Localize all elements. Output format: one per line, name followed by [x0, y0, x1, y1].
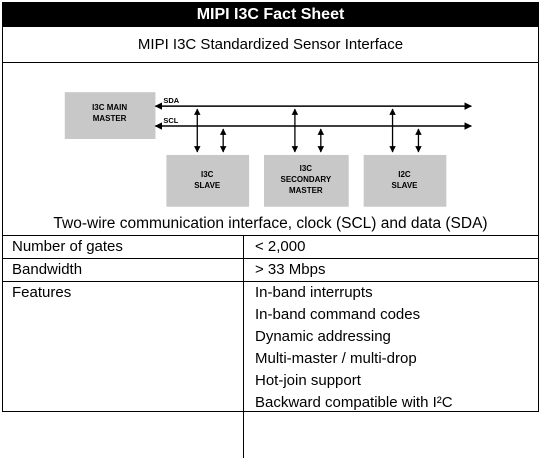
i3c-slave-label-2: SLAVE — [194, 181, 220, 190]
feature-item: Hot-join support — [255, 372, 361, 389]
main-master-label-2: MASTER — [93, 114, 127, 123]
feature-item: In-band interrupts — [255, 284, 373, 301]
spec-row-gates: Number of gates < 2,000 — [3, 236, 538, 259]
bandwidth-value: > 33 Mbps — [255, 261, 326, 278]
bus-connectors — [194, 108, 422, 153]
main-master-label-1: I3C MAIN — [92, 103, 127, 112]
i3c-slave-box — [166, 154, 250, 207]
features-list: In-band interrupts In-band command codes… — [244, 282, 538, 458]
gates-value: < 2,000 — [255, 238, 306, 255]
feature-item: Backward compatible with I²C — [255, 394, 453, 411]
bus-diagram: I3C MAIN MASTER SDA SCL I3C SLAVE I3C SE… — [64, 92, 472, 207]
feature-item: Dynamic addressing — [255, 328, 391, 345]
feature-item: In-band command codes — [255, 306, 421, 323]
sda-label: SDA — [163, 96, 179, 105]
bandwidth-label: Bandwidth — [3, 259, 244, 281]
secondary-master-label-2: SECONDARY — [281, 175, 332, 184]
diagram-caption: Two-wire communication interface, clock … — [3, 212, 538, 236]
spec-row-bandwidth: Bandwidth > 33 Mbps — [3, 259, 538, 282]
secondary-master-box — [264, 154, 349, 207]
page-title: MIPI I3C Fact Sheet — [3, 3, 538, 27]
gates-label: Number of gates — [3, 236, 244, 258]
feature-item: Multi-master / multi-drop — [255, 350, 417, 367]
scl-label: SCL — [163, 116, 178, 125]
spec-row-features: Features In-band interrupts In-band comm… — [3, 282, 538, 458]
secondary-master-label-1: I3C — [300, 164, 313, 173]
i2c-slave-label-1: I2C — [398, 170, 411, 179]
i2c-slave-box — [363, 154, 447, 207]
secondary-master-label-3: MASTER — [289, 186, 323, 195]
main-master-box — [64, 92, 156, 139]
i3c-slave-label-1: I3C — [201, 170, 214, 179]
i2c-slave-label-2: SLAVE — [392, 181, 418, 190]
features-label: Features — [3, 282, 244, 458]
spec-table: Number of gates < 2,000 Bandwidth > 33 M… — [3, 236, 538, 458]
subtitle: MIPI I3C Standardized Sensor Interface — [3, 27, 538, 63]
